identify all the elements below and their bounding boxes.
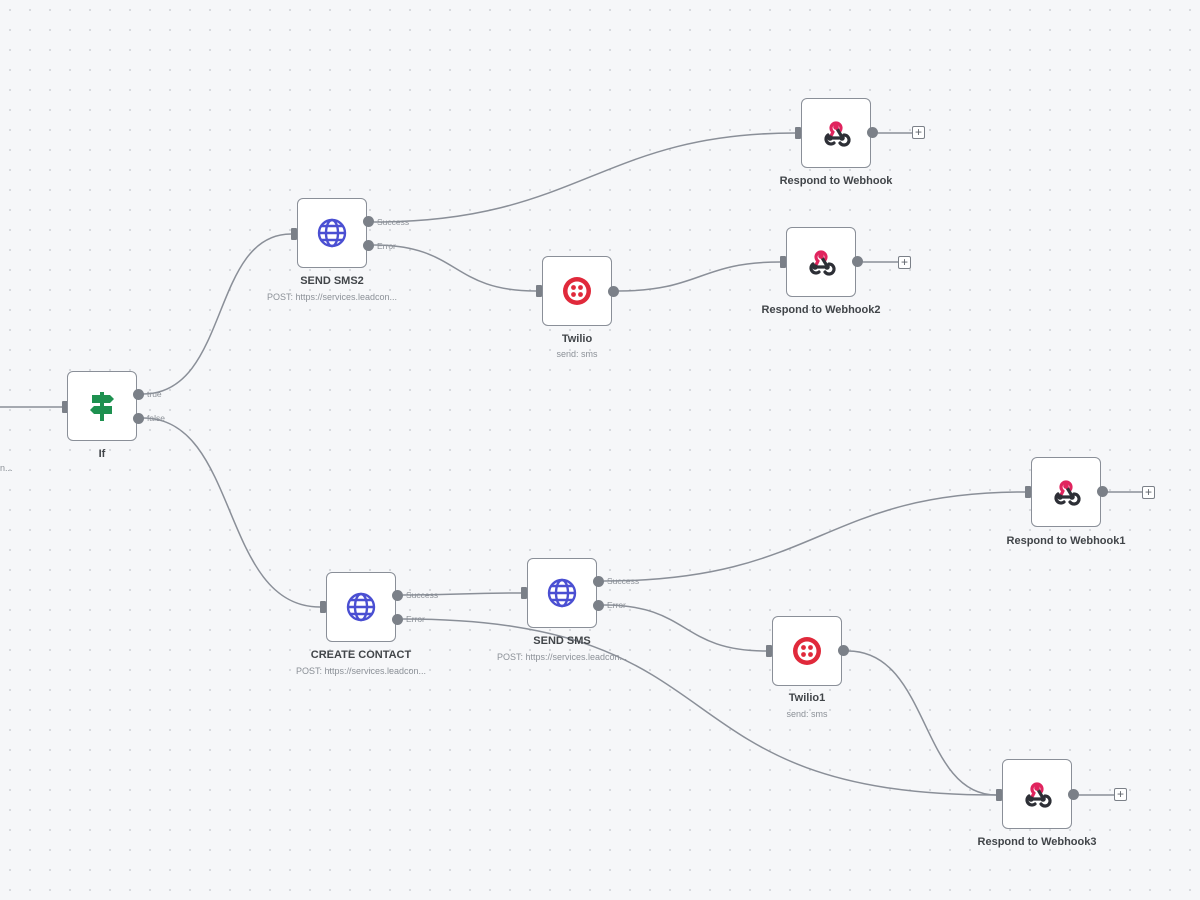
send-sms2-success-label: Success bbox=[377, 217, 410, 227]
create-contact-node[interactable] bbox=[326, 572, 396, 642]
respond-webhook1-node[interactable] bbox=[1031, 457, 1101, 527]
connection-create-contact-success-to-send-sms bbox=[402, 592, 522, 596]
twilio1-input-port[interactable] bbox=[766, 645, 772, 657]
globe-icon bbox=[547, 578, 577, 608]
respond-webhook1-add-button[interactable]: + bbox=[1142, 486, 1155, 499]
respond-webhook3-node[interactable] bbox=[1002, 759, 1072, 829]
globe-icon bbox=[346, 592, 376, 622]
connection-send-sms2-success-to-respond-webhook bbox=[373, 132, 796, 223]
create-contact-success-label: Success bbox=[406, 590, 439, 600]
twilio-node[interactable] bbox=[542, 256, 612, 326]
twilio-input-port[interactable] bbox=[536, 285, 542, 297]
create-contact-input-port[interactable] bbox=[320, 601, 326, 613]
respond-webhook2-title: Respond to Webhook2 bbox=[761, 304, 881, 316]
respond-webhook1-title: Respond to Webhook1 bbox=[1006, 535, 1126, 547]
respond-webhook3-title: Respond to Webhook3 bbox=[977, 836, 1097, 848]
create-contact-subtitle: POST: https://services.leadcon... bbox=[295, 666, 427, 676]
respond-webhook-title: Respond to Webhook bbox=[779, 175, 893, 187]
send-sms2-error-label: Error bbox=[377, 241, 396, 251]
if-input-port[interactable] bbox=[62, 401, 68, 413]
twilio1-node[interactable] bbox=[772, 616, 842, 686]
twilio-output-port[interactable] bbox=[608, 286, 619, 297]
if-false-port[interactable] bbox=[133, 413, 144, 424]
connection-if-false-to-create-contact bbox=[142, 417, 321, 608]
respond-webhook2-output-port[interactable] bbox=[852, 256, 863, 267]
webhook-icon bbox=[1054, 480, 1081, 506]
send-sms2-error-port[interactable] bbox=[363, 240, 374, 251]
webhook-icon bbox=[809, 250, 836, 276]
respond-webhook1-output-port[interactable] bbox=[1097, 486, 1108, 497]
respond-webhook-input-port[interactable] bbox=[795, 127, 801, 139]
connection-send-sms-success-to-respond-webhook1 bbox=[603, 491, 1026, 582]
send-sms2-input-port[interactable] bbox=[291, 228, 297, 240]
webhook-icon bbox=[1025, 782, 1052, 808]
if-node[interactable] bbox=[67, 371, 137, 441]
twilio-subtitle: send: sms bbox=[556, 349, 598, 359]
connection-twilio1-to-respond-webhook3 bbox=[847, 650, 997, 796]
globe-icon bbox=[317, 218, 347, 248]
connection-twilio-to-respond-webhook2 bbox=[617, 261, 781, 292]
respond-webhook2-add-button[interactable]: + bbox=[898, 256, 911, 269]
respond-webhook3-input-port[interactable] bbox=[996, 789, 1002, 801]
send-sms-node[interactable] bbox=[527, 558, 597, 628]
connection-send-sms2-error-to-twilio bbox=[373, 244, 537, 292]
connection-send-sms-error-to-twilio1 bbox=[603, 604, 767, 652]
twilio-icon bbox=[563, 277, 591, 305]
send-sms2-success-port[interactable] bbox=[363, 216, 374, 227]
create-contact-success-port[interactable] bbox=[392, 590, 403, 601]
twilio1-title: Twilio1 bbox=[788, 692, 826, 704]
offscreen-node-subtitle: n... bbox=[0, 463, 13, 473]
if-false-label: false bbox=[147, 413, 165, 423]
send-sms-success-label: Success bbox=[607, 576, 640, 586]
send-sms-success-port[interactable] bbox=[593, 576, 604, 587]
webhook-icon bbox=[824, 121, 851, 147]
send-sms-title: SEND SMS bbox=[533, 635, 591, 647]
respond-webhook-add-button[interactable]: + bbox=[912, 126, 925, 139]
if-title: If bbox=[98, 448, 106, 460]
twilio-icon bbox=[793, 637, 821, 665]
twilio1-output-port[interactable] bbox=[838, 645, 849, 656]
send-sms2-node[interactable] bbox=[297, 198, 367, 268]
create-contact-title: CREATE CONTACT bbox=[310, 649, 412, 661]
respond-webhook3-output-port[interactable] bbox=[1068, 789, 1079, 800]
connection-if-true-to-send-sms2 bbox=[142, 233, 292, 395]
respond-webhook-node[interactable] bbox=[801, 98, 871, 168]
respond-webhook-output-port[interactable] bbox=[867, 127, 878, 138]
twilio-title: Twilio bbox=[561, 333, 593, 345]
if-true-label: true bbox=[147, 389, 162, 399]
respond-webhook1-input-port[interactable] bbox=[1025, 486, 1031, 498]
respond-webhook2-input-port[interactable] bbox=[780, 256, 786, 268]
send-sms-subtitle: POST: https://services.leadcon... bbox=[496, 652, 628, 662]
signpost-icon bbox=[90, 392, 114, 421]
send-sms-error-label: Error bbox=[607, 600, 626, 610]
create-contact-error-port[interactable] bbox=[392, 614, 403, 625]
if-true-port[interactable] bbox=[133, 389, 144, 400]
send-sms-input-port[interactable] bbox=[521, 587, 527, 599]
respond-webhook2-node[interactable] bbox=[786, 227, 856, 297]
respond-webhook3-add-button[interactable]: + bbox=[1114, 788, 1127, 801]
send-sms-error-port[interactable] bbox=[593, 600, 604, 611]
twilio1-subtitle: send: sms bbox=[786, 709, 828, 719]
create-contact-error-label: Error bbox=[406, 614, 425, 624]
connection-create-contact-error-to-respond-webhook3 bbox=[402, 618, 997, 796]
send-sms2-title: SEND SMS2 bbox=[300, 275, 364, 287]
send-sms2-subtitle: POST: https://services.leadcon... bbox=[266, 292, 398, 302]
